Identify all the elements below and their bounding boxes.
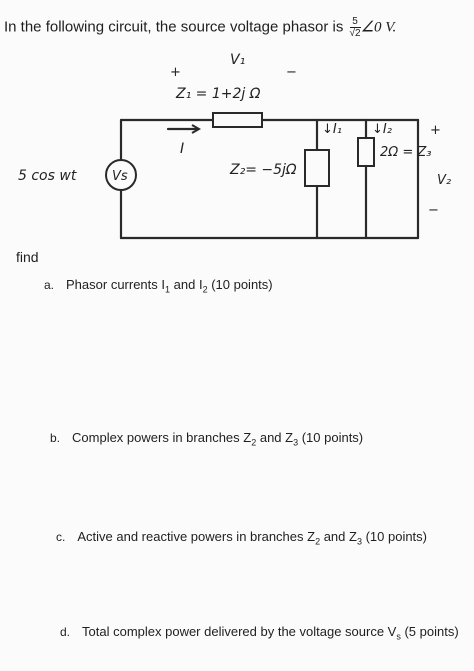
question-text-pre: Total complex power delivered by the vol…	[82, 624, 397, 639]
current-i2-label: ↓I₂	[372, 122, 392, 137]
z3-impedance-box	[357, 137, 375, 167]
voltage-source-label: Vs	[112, 169, 128, 184]
question-subscript: 1	[165, 284, 171, 295]
z2-impedance-box	[304, 149, 330, 187]
z3-label: 2Ω = Z₃	[380, 145, 431, 160]
question-text-mid: and Z	[256, 430, 294, 445]
v2-label: V₂	[437, 173, 451, 188]
voltage-source-symbol	[105, 159, 137, 191]
question-subscript: 2	[251, 437, 257, 448]
question-text-post: (10 points)	[207, 277, 273, 292]
circuit-diagram: Vs 5 cos wt + V₁ − Z₁ = 1+2j Ω I Z₂= −5j…	[18, 52, 451, 240]
v1-plus-sign: +	[170, 65, 181, 80]
current-i1-label: ↓I₁	[322, 122, 342, 137]
z1-label: Z₁ = 1+2j Ω	[175, 86, 261, 102]
question-subscript: 2	[202, 284, 208, 295]
question-subscript: 3	[356, 536, 362, 547]
question-letter: c.	[56, 530, 66, 544]
question-text-mid: and Z	[320, 529, 357, 544]
z2-label: Z₂= −5jΩ	[229, 162, 297, 178]
current-arrow-head	[191, 124, 202, 134]
question-text-mid: and I	[170, 277, 203, 292]
question-letter: d.	[60, 625, 71, 639]
fraction-denominator: √2	[349, 28, 361, 39]
source-expression: 5 cos wt	[18, 168, 77, 184]
question-c: c. Active and reactive powers in branches…	[56, 529, 427, 547]
question-subscript: 3	[293, 437, 299, 448]
v2-minus-sign: −	[428, 203, 439, 218]
question-b: b. Complex powers in branches Z2 and Z3 (…	[50, 430, 363, 448]
question-text-pre: Complex powers in branches Z	[72, 430, 252, 445]
find-label: find	[16, 249, 39, 265]
question-text-pre: Active and reactive powers in branches Z	[77, 529, 316, 544]
current-i-label: I	[180, 141, 184, 157]
question-subscript: 2	[315, 536, 321, 547]
question-letter: b.	[50, 431, 61, 445]
question-text-post: (5 points)	[400, 624, 459, 639]
question-a: a. Phasor currents I1 and I2 (10 points)	[44, 277, 273, 295]
v2-plus-sign: +	[430, 123, 441, 138]
question-text-post: (10 points)	[298, 430, 364, 445]
question-d: d. Total complex power delivered by the v…	[60, 624, 459, 642]
question-text-post: (10 points)	[361, 529, 428, 544]
v1-minus-sign: −	[286, 65, 297, 80]
problem-statement-text: In the following circuit, the source vol…	[4, 18, 344, 36]
question-text-pre: Phasor currents I	[66, 277, 166, 292]
v1-label: V₁	[230, 52, 245, 68]
problem-statement: In the following circuit, the source vol…	[4, 16, 396, 39]
question-letter: a.	[44, 278, 55, 292]
fraction-numerator: 5	[349, 16, 361, 28]
magnitude-fraction: 5 √2	[349, 16, 361, 39]
phase-angle: ∠0 V.	[360, 19, 397, 36]
question-subscript: s	[396, 631, 401, 642]
z1-impedance-box	[212, 112, 263, 128]
